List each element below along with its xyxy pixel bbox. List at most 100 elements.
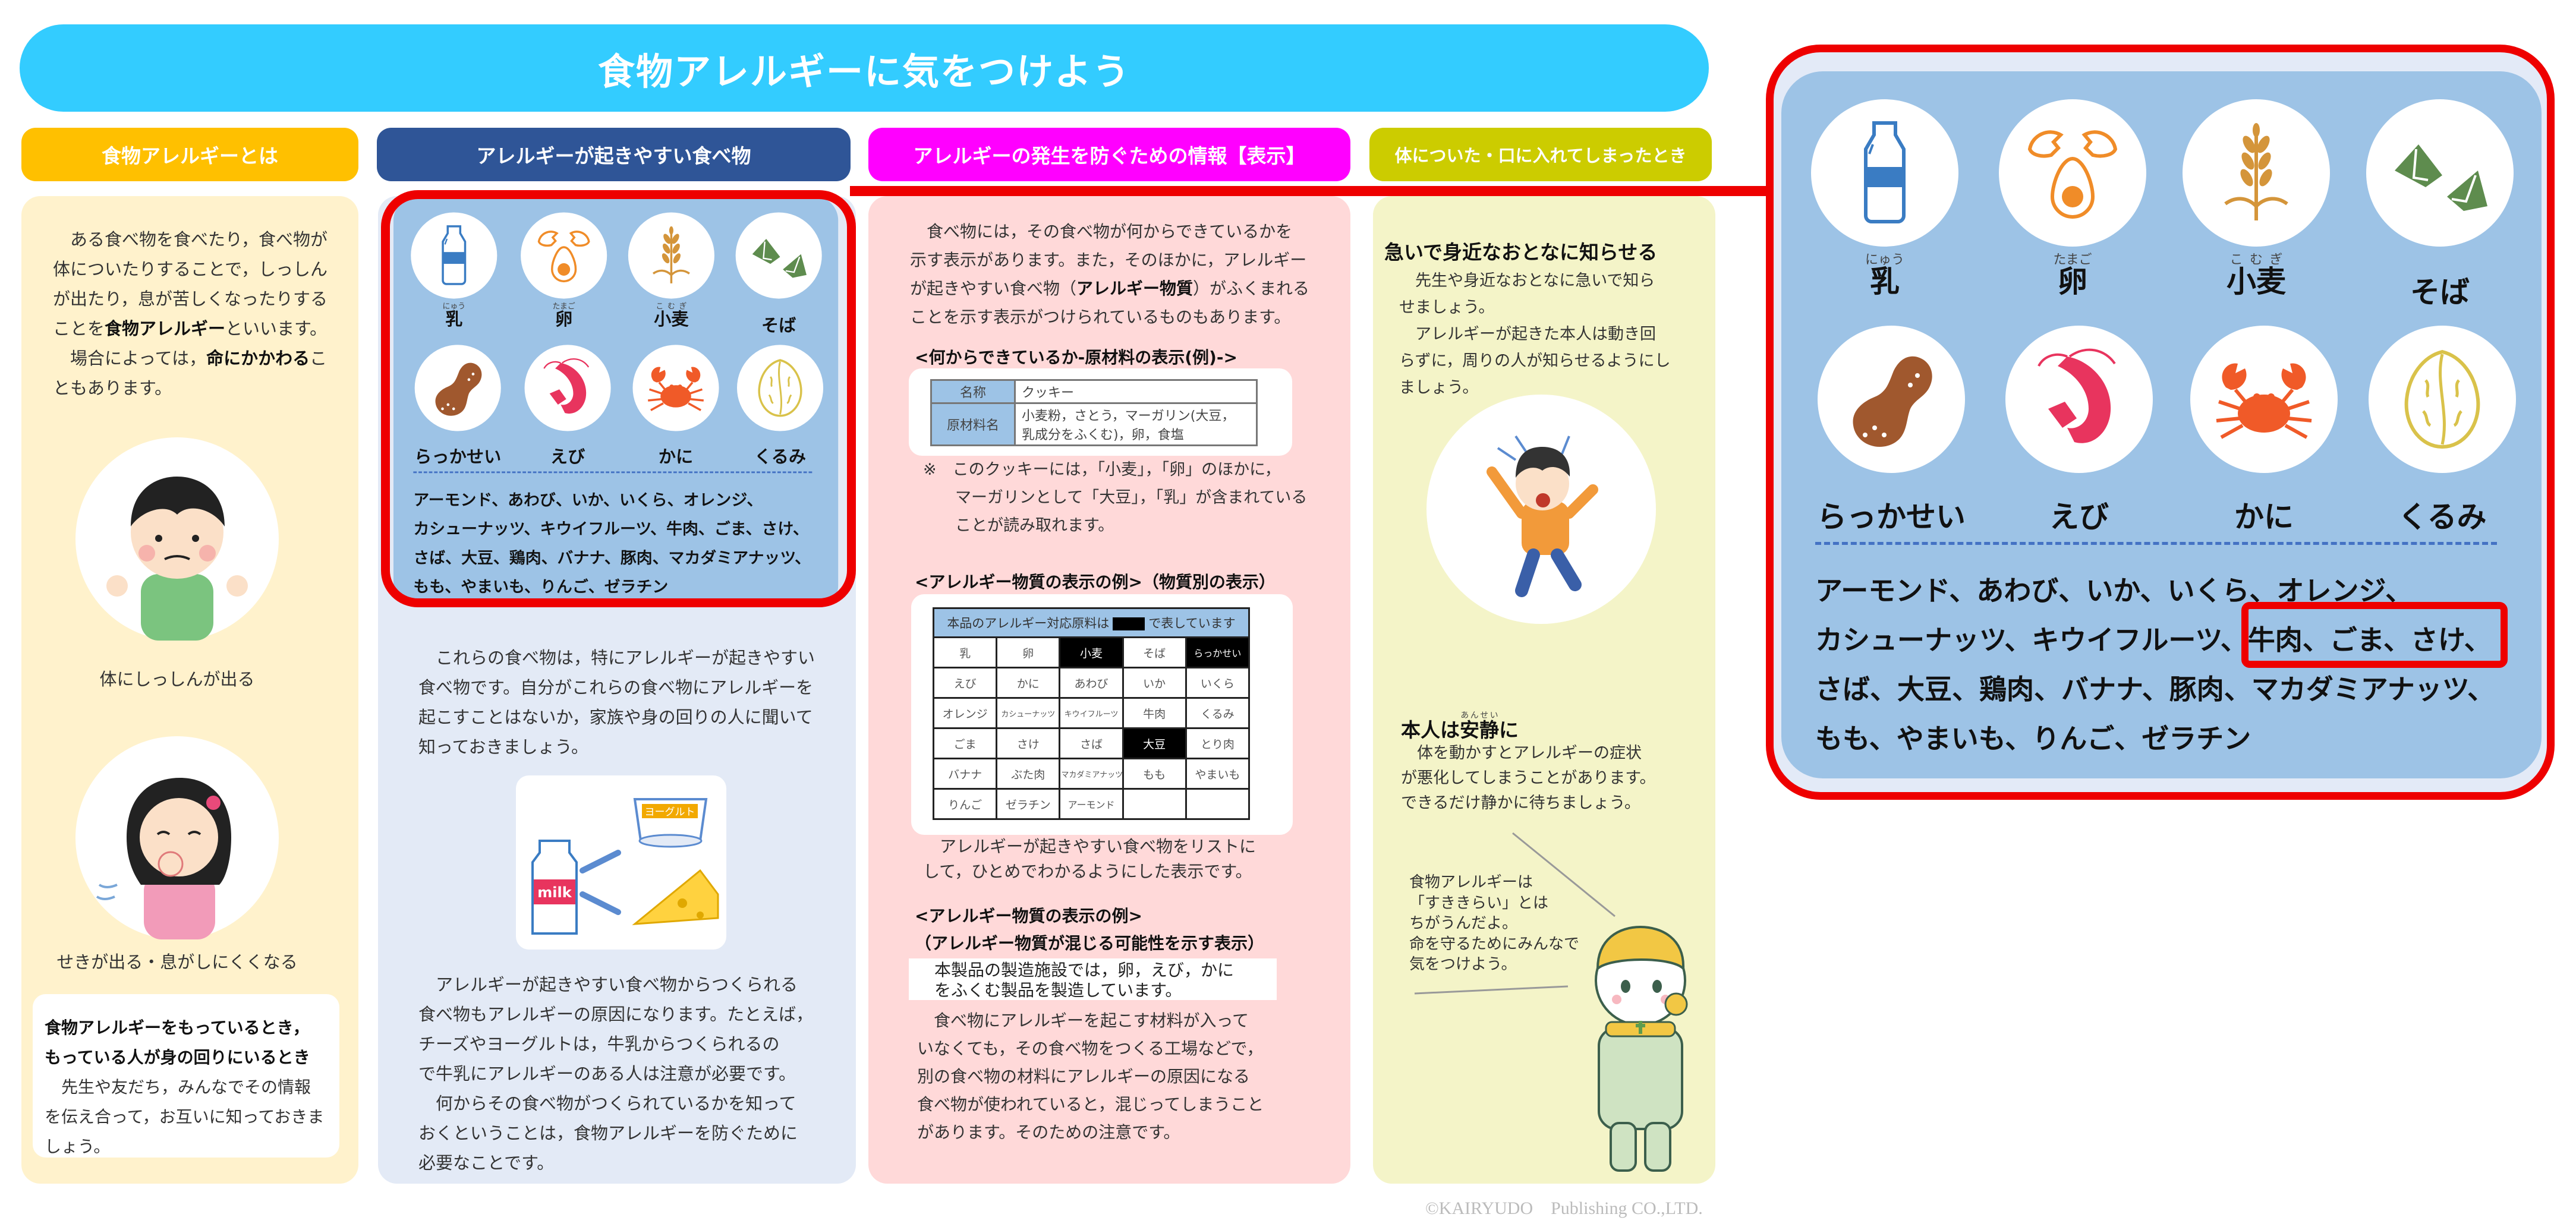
about-paragraph: ある食べ物を食べたり，食べ物が体についたりすることで，しっしんが出たり，息が苦し… (53, 225, 327, 403)
text-segment: ことを (53, 318, 105, 339)
allergen-name: そば (761, 315, 796, 336)
allergen-name: えび (2049, 500, 2109, 534)
table-row: 原材料名 小麦粉，さとう，マーガリン(大豆， 乳成分をふくむ)，卵，食塩 (930, 402, 1258, 446)
allergen-name: 卵 (552, 309, 575, 330)
mix-heading-1: <アレルギー物質の表示の例> (915, 906, 1142, 926)
dashed-divider (1815, 542, 2497, 545)
allergen-label: らっかせい (1817, 493, 1966, 536)
text-line: ことが読み取れます。 (923, 512, 1307, 540)
text-segment: をふくむ製品を製造しています。 (934, 980, 1182, 1000)
text-line: して，ひとめでわかるようにした表示です。 (923, 859, 1256, 884)
heading2-before: 本人は (1401, 718, 1460, 742)
text-line: 別の食べ物の材料にアレルギーの原因になる (917, 1062, 1264, 1090)
text-line: アレルギーが起きやすい食べ物をリストに (923, 834, 1256, 859)
contact-heading-2: 本人は安静あんせいに (1401, 711, 1519, 743)
ingredients-value: 小麦粉，さとう，マーガリン(大豆， 乳成分をふくむ)，卵，食塩 (1014, 402, 1258, 446)
text-line: 何からその食べ物がつくられているかを知って (418, 1089, 813, 1118)
foods-paragraph-1: これらの食べ物は，特にアレルギーが起きやすい食べ物です。自分がこれらの食べ物にア… (418, 643, 815, 762)
allergen-reading: にゅう (442, 302, 466, 311)
text-line: もも、やまいも、りんご、ゼラチン (413, 572, 811, 601)
coughing-child-icon (96, 778, 231, 939)
peanut-icon (1832, 340, 1951, 459)
allergen-label: かに (2234, 493, 2294, 536)
text-segment: アレルギーが起きやすい食べ物をリストに (923, 837, 1256, 856)
allergen-label: 小麦こむぎ (654, 302, 689, 330)
text-segment: こ (310, 348, 327, 368)
text-line: らずに，周りの人が知らせるようにし (1399, 348, 1671, 374)
grid-cell: バナナ (932, 758, 998, 790)
text-segment: アレルギーが起きた本人は動き回 (1399, 325, 1656, 343)
allergen-icon-circle (735, 212, 822, 299)
contact-heading-1: 急いで身近なおとなに知らせる (1384, 241, 1658, 264)
text-segment: 体についたりすることで，しっしん (53, 259, 327, 279)
allergen-label: くるみ (2398, 493, 2487, 536)
text-line: さば、大豆、鶏肉、バナナ、豚肉、マカダミアナッツ、 (413, 543, 811, 572)
grid-cell: 大豆 (1122, 727, 1187, 759)
text-segment: もも、やまいも、りんご、ゼラチン (1815, 723, 2251, 755)
text-segment: ）がふくまれる (1193, 279, 1310, 298)
text-line: が悪化してしまうことがあります。 (1401, 766, 1656, 791)
milk-icon (1825, 113, 1944, 232)
highlight-frame-foods (381, 190, 856, 607)
allergen-reading: こむぎ (654, 302, 689, 311)
allergen-label: 小麦こむぎ (2227, 253, 2286, 301)
text-line: で牛乳にアレルギーのある人は注意が必要です。 (418, 1059, 813, 1089)
text-line: 食べ物にアレルギーを起こす材料が入って (917, 1007, 1264, 1035)
allergen-name: 小麦 (654, 309, 689, 330)
allergen-label: 乳にゅう (1865, 253, 1904, 301)
grid-cell: さけ (996, 727, 1061, 759)
allergen-name: そば (2410, 275, 2470, 310)
allergen-reading: たまご (552, 302, 575, 311)
caption-rash: 体にしっしんが出る (99, 669, 255, 689)
allergen-name: かに (658, 446, 694, 467)
text-segment: 本製品の製造施設では，卵，えび，かに (934, 960, 1235, 980)
text-segment: らずに，周りの人が知らせるようにし (1399, 352, 1671, 370)
allergen-label: 卵たまご (2053, 253, 2092, 301)
text-line: できるだけ静かに待ちましょう。 (1401, 791, 1656, 816)
text-segment: ※ このクッキーには，「小麦」，「卵」のほかに， (923, 461, 1281, 479)
text-segment: して，ひとめでわかるようにした表示です。 (923, 862, 1252, 881)
text-line: もっている人が身の回りにいるとき (45, 1043, 324, 1073)
text-line: マーガリンとして「大豆」，「乳」が含まれている (923, 484, 1307, 512)
ingredients-heading: <何からできているか-原材料の表示(例)-> (915, 348, 1237, 367)
contact-header: 体についた・口に入れてしまったとき (1369, 128, 1712, 181)
grid-caption: アレルギーが起きやすい食べ物をリストにして，ひとめでわかるようにした表示です。 (923, 834, 1256, 884)
poster-title: 食物アレルギーに気をつけよう (20, 24, 1709, 112)
grid-cell: えび (932, 667, 998, 699)
foods-header: アレルギーが起きやすい食べ物 (377, 128, 851, 181)
ingredients-line: 小麦粉，さとう，マーガリン(大豆， (1022, 409, 1235, 424)
grid-cell: カシューナッツ (996, 697, 1061, 729)
allergen-name: 卵 (2053, 264, 2092, 299)
marker-swatch (1113, 617, 1145, 630)
text-line: 先生や身近なおとなに急いで知ら (1399, 267, 1671, 294)
allergen-icon-circle (2369, 326, 2516, 473)
allergen-icon-circle (628, 212, 714, 299)
text-line: これらの食べ物は，特にアレルギーが起きやすい (418, 643, 815, 673)
allergen-icon-circle (2190, 326, 2338, 473)
text-segment: 食べ物には，その食べ物が何からできているかを (910, 222, 1293, 241)
grid-cell: キウイフルーツ (1059, 697, 1124, 729)
mascot-speech: 食物アレルギーは「すききらい」とはちがうんだよ。命を守るためにみんなで気をつけよ… (1409, 872, 1579, 975)
grid-cell: 乳 (932, 636, 998, 668)
grid-cell: アーモンド (1059, 788, 1124, 820)
about-note: 食物アレルギーをもっているとき，もっている人が身の回りにいるとき 先生や友だち，… (45, 1013, 324, 1162)
rash-child-icon (106, 477, 248, 641)
grid-cell: さば (1059, 727, 1124, 759)
coughing-child-illustration (75, 736, 279, 939)
labels-header: アレルギーの発生を防ぐための情報【表示】 (868, 128, 1350, 181)
text-line: アレルギーが起きた本人は動き回 (1399, 321, 1671, 348)
allergen-ruby: 乳にゅう (1865, 253, 1904, 299)
grid-cell: オレンジ (932, 697, 998, 729)
ingredients-note: ※ このクッキーには，「小麦」，「卵」のほかに， マーガリンとして「大豆」，「乳… (923, 456, 1307, 540)
allergen-ruby: 小麦こむぎ (654, 302, 689, 330)
text-segment: 起こすことはないか，家族や身の回りの人に聞いて (418, 707, 813, 727)
allergen-ruby: 卵たまご (2053, 253, 2092, 299)
allergen-grid: 本品のアレルギー対応原料はで表しています乳卵小麦そばらっかせいえびかにあわびいか… (932, 607, 1251, 820)
text-line: アレルギーが起きやすい食べ物からつくられる (418, 970, 813, 999)
allergen-icon-circle (2005, 326, 2153, 473)
rash-child-illustration (75, 437, 279, 641)
text-line: 食べ物が使われていると，混じってしまうこと (917, 1090, 1264, 1118)
text-line: ましょう。 (1399, 374, 1671, 401)
text-segment: もも、やまいも、りんご、ゼラチン (413, 577, 669, 596)
wheat-icon (2197, 113, 2316, 232)
